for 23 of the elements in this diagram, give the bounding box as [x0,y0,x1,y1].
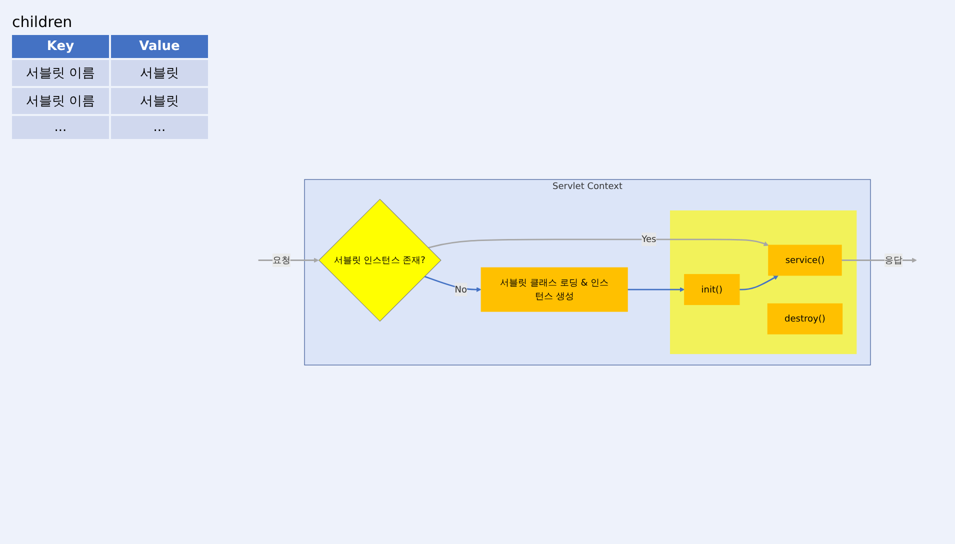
node-box: service() [768,244,842,276]
edge-label: 요청 [272,254,290,266]
node-box: init() [684,274,740,305]
node-box: 서블릿 클래스 로딩 & 인스턴스 생성 [480,267,628,312]
edge-label: No [454,284,468,294]
table-caption: children [12,13,72,31]
arrow [842,258,917,262]
arrow [739,274,778,290]
table-cell: ... [111,116,208,139]
arrow [428,238,769,248]
arrow [628,286,685,292]
table-cell: 서블릿 이름 [12,60,109,86]
table-cell: 서블릿 [111,60,208,86]
edge-label: 응답 [884,254,903,266]
node-diamond: 서블릿 인스턴스 존재? [318,198,442,322]
edge-label: Yes [642,233,656,244]
header-cell: Value [111,35,208,58]
header-cell: Key [12,35,109,58]
node-box: destroy() [767,303,843,334]
cluster [670,210,857,354]
table-cell: 서블릿 이름 [12,88,109,114]
table-cell: 서블릿 [111,88,208,114]
table-cell: ... [12,116,109,139]
